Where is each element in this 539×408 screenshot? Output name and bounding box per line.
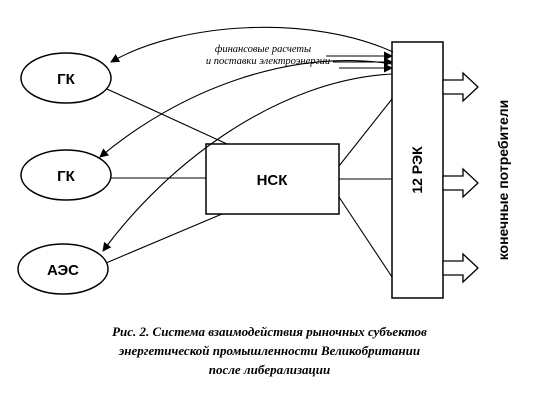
node-rek: 12 РЭК bbox=[391, 41, 444, 299]
settlement-arrows bbox=[99, 26, 394, 252]
annotation-line-2: и поставки электроэнергии bbox=[206, 56, 330, 67]
annotation-line-1: финансовые расчеты bbox=[215, 44, 311, 55]
line-nsk-to-rek-lower bbox=[338, 196, 393, 278]
node-gk-top-label: ГК bbox=[57, 71, 76, 88]
caption-line-2: энергетической промышленности Великобрит… bbox=[118, 343, 421, 358]
caption-line-3: после либерализации bbox=[208, 362, 331, 377]
connection-lines bbox=[105, 88, 393, 278]
consumer-arrows bbox=[442, 71, 479, 284]
node-gk-top: ГК bbox=[20, 52, 112, 104]
caption-line-1: Рис. 2. Система взаимодействия рыночных … bbox=[112, 324, 427, 339]
consumer-arrow-bottom bbox=[442, 252, 479, 284]
consumer-arrow-middle bbox=[442, 167, 479, 199]
node-aes: АЭС bbox=[17, 243, 109, 295]
line-aes-to-nsk bbox=[105, 213, 223, 264]
node-rek-label: 12 РЭК bbox=[409, 146, 425, 194]
figure-caption: Рис. 2. Система взаимодействия рыночных … bbox=[0, 322, 539, 379]
line-nsk-to-rek-upper bbox=[338, 98, 393, 167]
curve-arrow-to-gk-mid bbox=[99, 60, 393, 158]
curve-arrow-to-aes bbox=[102, 73, 393, 252]
consumers-label: конечные потребители bbox=[495, 100, 511, 261]
node-gk-mid-label: ГК bbox=[57, 168, 76, 185]
line-gk-top-to-nsk bbox=[106, 88, 228, 145]
node-aes-label: АЭС bbox=[47, 262, 79, 279]
node-nsk: НСК bbox=[205, 143, 340, 215]
node-nsk-label: НСК bbox=[257, 172, 289, 189]
node-gk-mid: ГК bbox=[20, 149, 112, 201]
curve-arrow-to-gk-top bbox=[110, 26, 394, 63]
consumer-arrow-top bbox=[442, 71, 479, 103]
